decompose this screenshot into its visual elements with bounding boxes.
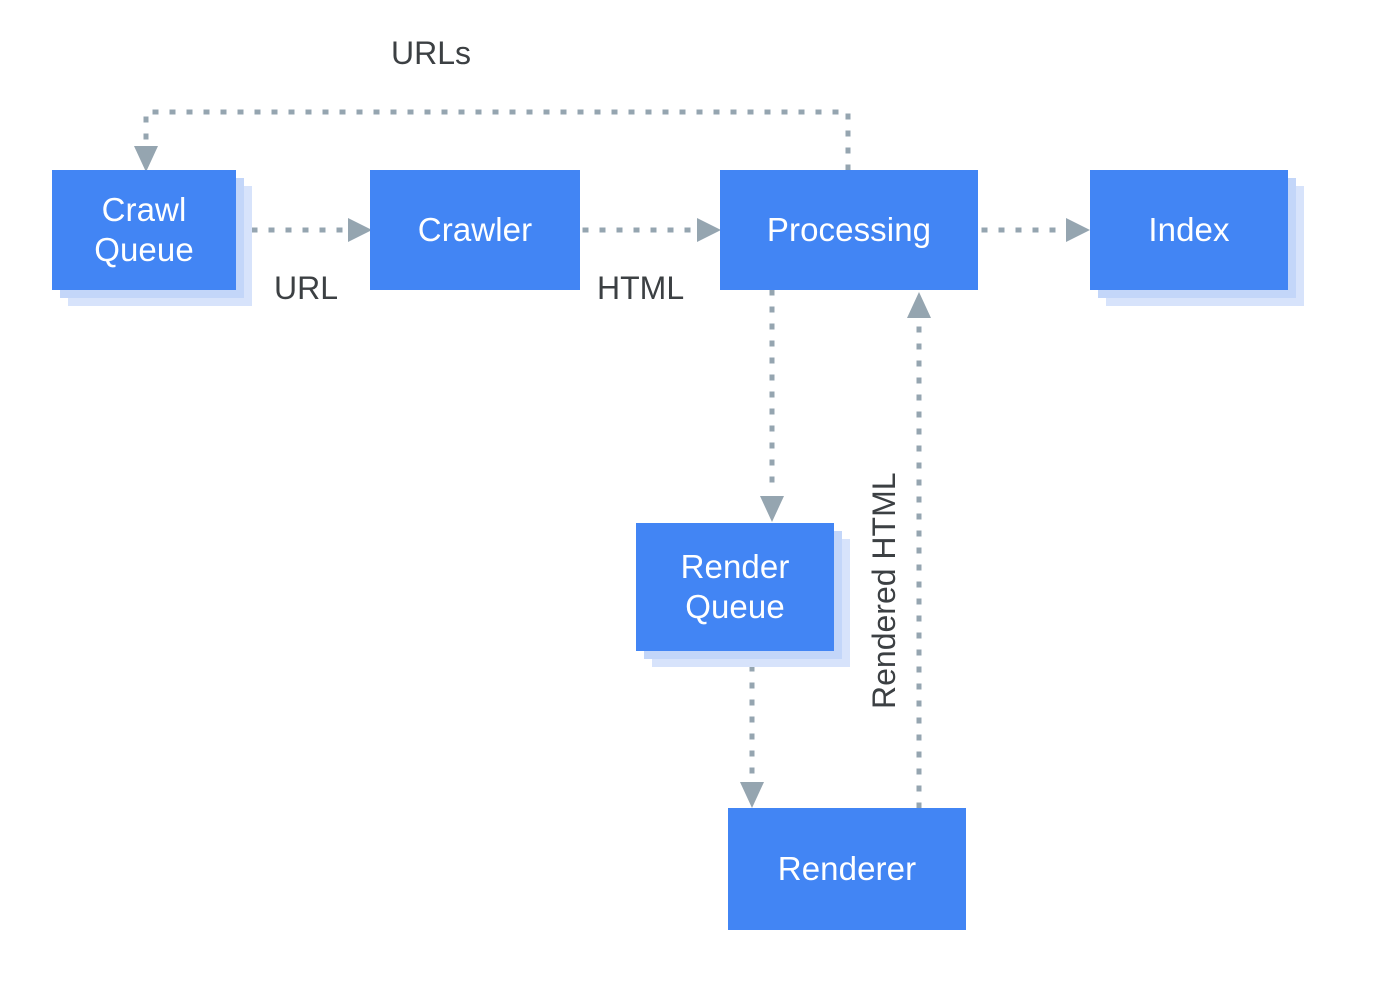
crawl-queue-face: Crawl Queue xyxy=(52,170,236,290)
renderer-face: Renderer xyxy=(728,808,966,930)
edge-renderer-to-processing xyxy=(907,292,931,809)
edge-renderqueue-to-renderer xyxy=(740,665,764,808)
edge-urls-feedback xyxy=(134,109,851,172)
edge-label-urls: URLs xyxy=(391,35,472,71)
node-crawler[interactable]: Crawler xyxy=(370,170,580,290)
index-label: Index xyxy=(1148,211,1230,249)
edge-label-rendered-html: Rendered HTML xyxy=(866,472,902,709)
edge-crawler-to-processing xyxy=(582,218,721,242)
crawl-queue-label: Crawl Queue xyxy=(94,191,194,268)
edge-label-html: HTML xyxy=(597,270,685,306)
node-crawl-queue[interactable]: Crawl Queue xyxy=(52,170,252,306)
node-index[interactable]: Index xyxy=(1090,170,1304,306)
render-queue-face: Render Queue xyxy=(636,523,834,651)
index-face: Index xyxy=(1090,170,1288,290)
node-processing[interactable]: Processing xyxy=(720,170,978,290)
edge-processing-to-renderqueue xyxy=(760,289,784,522)
edge-label-url: URL xyxy=(274,270,339,306)
node-render-queue[interactable]: Render Queue xyxy=(636,523,850,667)
edge-crawlqueue-to-crawler xyxy=(251,218,372,242)
renderer-label: Renderer xyxy=(777,850,917,888)
render-queue-label: Render Queue xyxy=(680,548,790,625)
processing-face: Processing xyxy=(720,170,978,290)
crawler-face: Crawler xyxy=(370,170,580,290)
crawler-label: Crawler xyxy=(417,211,533,249)
processing-label: Processing xyxy=(766,211,932,249)
node-renderer[interactable]: Renderer xyxy=(728,808,966,930)
edge-processing-to-index xyxy=(981,218,1090,242)
